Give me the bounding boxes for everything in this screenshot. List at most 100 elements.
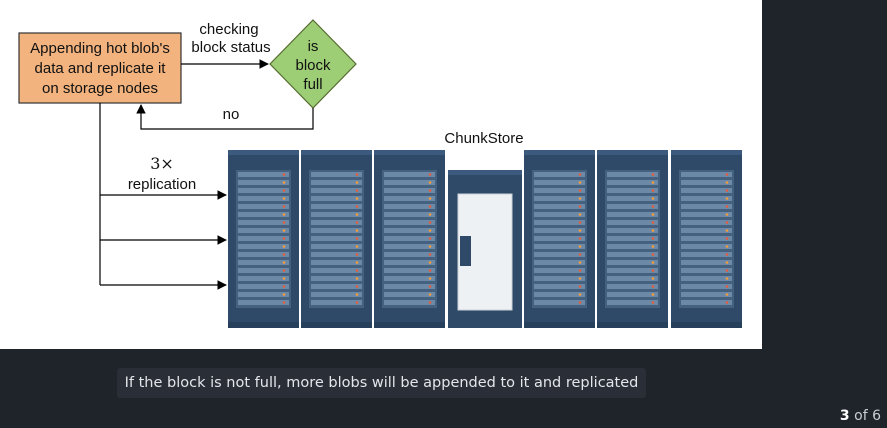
rack-slot <box>607 204 658 209</box>
rack-slot <box>238 228 289 233</box>
rack-led <box>725 285 729 288</box>
rack-led <box>282 181 286 184</box>
rack-slot <box>384 172 435 177</box>
rack-slot <box>311 268 362 273</box>
rack-led <box>578 213 582 216</box>
rack-led <box>651 301 655 304</box>
edge-label-checking: checking <box>199 21 258 38</box>
rack-led <box>282 229 286 232</box>
rack-base <box>671 322 742 328</box>
rack-slot <box>238 196 289 201</box>
rack-slot <box>238 252 289 257</box>
rack-base <box>228 322 299 328</box>
rack-led <box>428 253 432 256</box>
rack-slot <box>311 276 362 281</box>
rack-slot <box>384 236 435 241</box>
rack-led <box>428 205 432 208</box>
rack-slot <box>681 244 732 249</box>
rack-slot <box>238 292 289 297</box>
rack-slot <box>534 244 585 249</box>
rack-led <box>651 189 655 192</box>
rack-slot <box>681 172 732 177</box>
rack-top <box>524 150 595 155</box>
rack-led <box>282 285 286 288</box>
rack-slot <box>238 236 289 241</box>
rack-base <box>374 322 445 328</box>
process-box-line-2: data and replicate it <box>35 60 167 77</box>
rack-led <box>725 229 729 232</box>
rack-slot <box>534 228 585 233</box>
rack-led <box>725 261 729 264</box>
rack-slot <box>534 260 585 265</box>
rack-led <box>355 181 359 184</box>
rack-led <box>282 221 286 224</box>
rack-slot <box>384 276 435 281</box>
rack-led <box>428 293 432 296</box>
rack-led <box>282 213 286 216</box>
rack-slot <box>311 252 362 257</box>
rack-slot <box>534 172 585 177</box>
rack-led <box>355 213 359 216</box>
rack-led <box>651 213 655 216</box>
rack-led <box>578 181 582 184</box>
rack-led <box>428 269 432 272</box>
rack-slot <box>534 300 585 305</box>
slide-counter-separator: of <box>854 408 868 424</box>
rack-slot <box>311 236 362 241</box>
rack-led <box>355 205 359 208</box>
rack-slot <box>534 292 585 297</box>
rack-led <box>651 221 655 224</box>
edge-label-block-status: block status <box>191 39 270 56</box>
rack-top <box>671 150 742 155</box>
rack-slot <box>681 220 732 225</box>
rack-slot <box>384 260 435 265</box>
rack-led <box>355 197 359 200</box>
rack-led <box>355 245 359 248</box>
rack-led <box>578 197 582 200</box>
rack-slot <box>311 292 362 297</box>
server-rack <box>524 150 595 328</box>
rack-led <box>428 301 432 304</box>
rack-led <box>355 237 359 240</box>
rack-led <box>578 173 582 176</box>
rack-led <box>282 269 286 272</box>
rack-slot <box>607 244 658 249</box>
rack-led <box>282 173 286 176</box>
rack-slot <box>607 212 658 217</box>
rack-slot <box>311 228 362 233</box>
rack-slot <box>311 180 362 185</box>
rack-slot <box>534 188 585 193</box>
rack-base <box>301 322 372 328</box>
rack-led <box>282 189 286 192</box>
server-rack <box>374 150 445 328</box>
rack-led <box>651 237 655 240</box>
rack-slot <box>607 196 658 201</box>
rack-slot <box>681 268 732 273</box>
rack-led <box>428 221 432 224</box>
rack-led <box>651 245 655 248</box>
decision-line-1: is <box>308 38 319 55</box>
diagram-canvas: Appending hot blob's data and replicate … <box>0 0 762 349</box>
slide-counter-current: 3 <box>839 408 850 424</box>
rack-slot <box>607 292 658 297</box>
rack-led <box>651 285 655 288</box>
rack-slot <box>607 252 658 257</box>
rack-led <box>651 205 655 208</box>
rack-top <box>374 150 445 155</box>
rack-slot <box>681 180 732 185</box>
rack-slot <box>384 228 435 233</box>
rack-led <box>578 269 582 272</box>
rack-led <box>428 229 432 232</box>
rack-slot <box>238 220 289 225</box>
rack-base <box>597 322 668 328</box>
rack-slot <box>681 260 732 265</box>
rack-slot <box>681 204 732 209</box>
rack-led <box>578 285 582 288</box>
rack-led <box>725 189 729 192</box>
server-rack <box>597 150 668 328</box>
rack-led <box>578 221 582 224</box>
rack-slot <box>311 172 362 177</box>
rack-slot <box>238 212 289 217</box>
rack-slot <box>311 212 362 217</box>
rack-led <box>578 205 582 208</box>
